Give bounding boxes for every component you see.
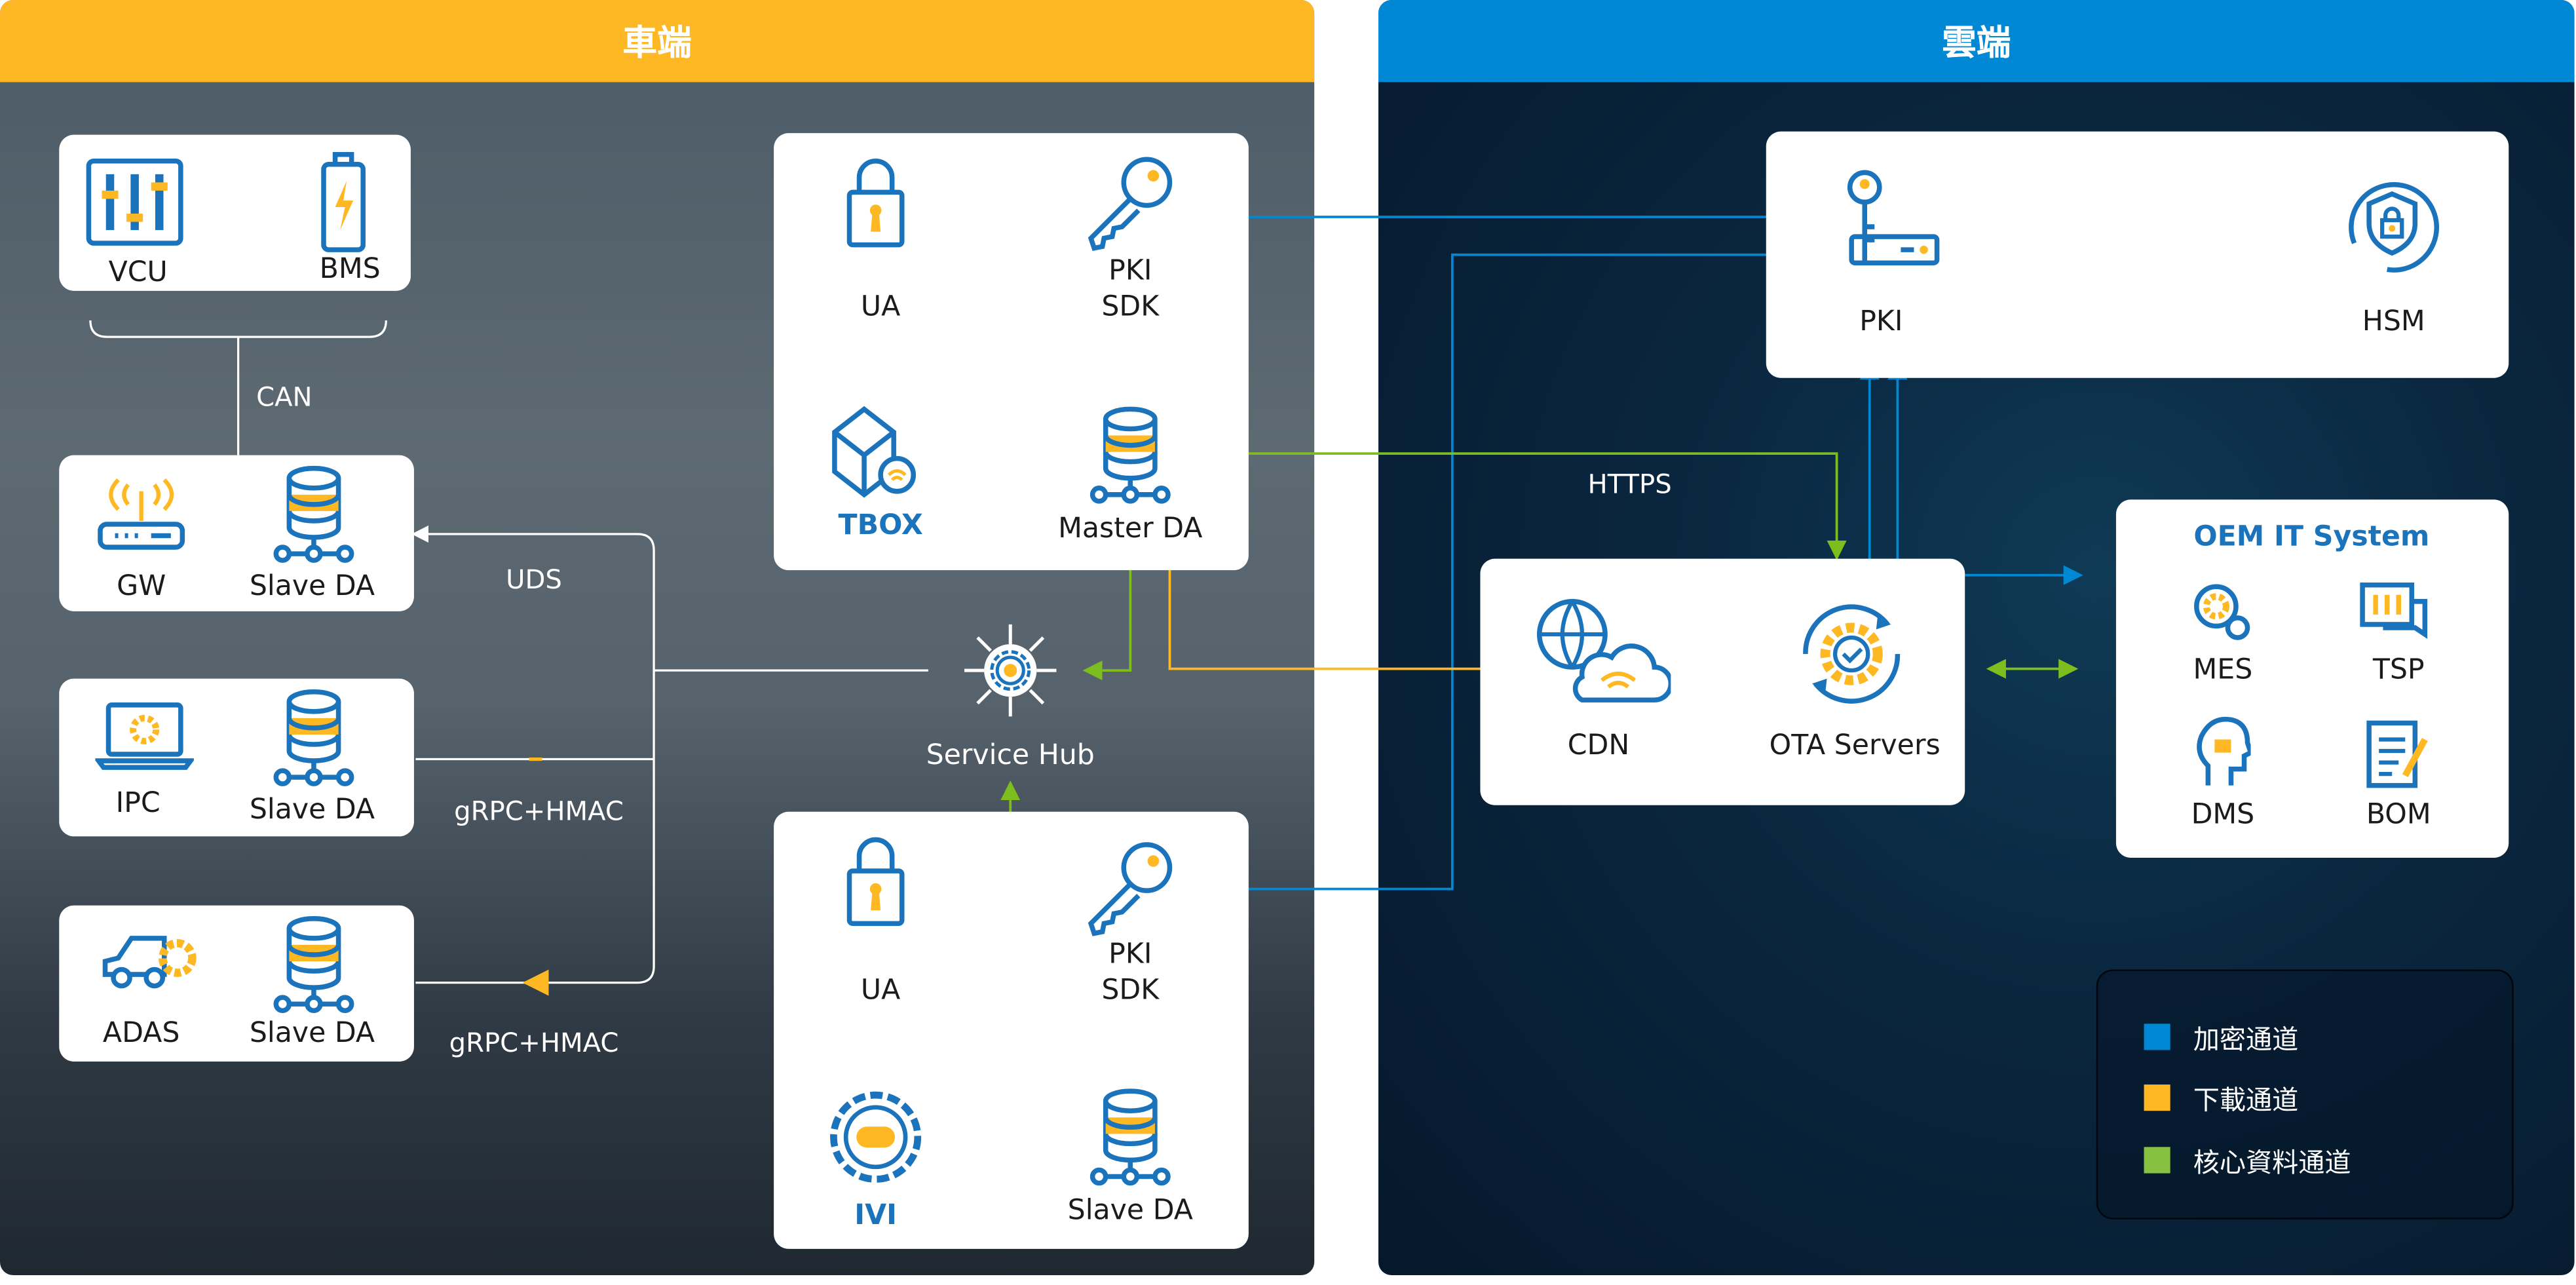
legend: 加密通道 下載通道 核心資料通道 [2096,969,2514,1219]
uds-label: UDS [506,564,562,595]
tbox-box: UA PKI SDK TBOX Master DA [774,133,1249,571]
lock-icon [843,835,908,927]
bms-label: BMS [319,253,381,286]
laptop-icon [95,702,194,770]
pki-hsm-box: PKI HSM [1766,131,2509,378]
slave-da-label: Slave DA [249,570,375,604]
sliders-icon [86,158,183,246]
can-label: CAN [256,381,313,413]
service-hub-label: Service Hub [926,739,1095,773]
legend-label: 核心資料通道 [2193,1147,2351,1179]
pki-label: PKI [1859,305,1903,339]
cloud-side-header: 雲端 [1378,0,2575,83]
ivi-label: IVI [854,1199,897,1233]
oem-item-label: TSP [2372,654,2425,687]
oem-item-label: DMS [2191,798,2255,832]
oem-item-label: BOM [2366,798,2431,832]
legend-label: 加密通道 [2193,1024,2299,1055]
database-icon [1089,1088,1171,1189]
slave-da-label: Slave DA [249,1017,375,1050]
vehicle-side-header: 車端 [0,0,1315,83]
adas-label: ADAS [102,1017,180,1050]
ipc-link-label: gRPC+HMAC [454,795,624,827]
ua-label: UA [860,974,901,1008]
adas-link-label: gRPC+HMAC [449,1027,619,1058]
oem-item-label: MES [2193,654,2253,687]
legend-item-download: 下載通道 [2144,1078,2299,1117]
car-sensor-icon [102,936,197,989]
database-icon [273,689,354,790]
legend-swatch-green [2144,1147,2170,1174]
pki-sdk-label-line1: PKI [1108,938,1152,972]
key-icon [1081,153,1179,251]
battery-icon [321,151,366,252]
router-icon [98,478,185,550]
legend-item-encrypted: 加密通道 [2144,1017,2299,1056]
https-label: HTTPS [1587,468,1672,500]
mes-icon [2194,584,2250,640]
tsp-icon [2360,582,2428,640]
pki-server-icon [1847,170,1940,265]
pki-sdk-label-line2: SDK [1101,290,1160,324]
legend-item-core-data: 核心資料通道 [2144,1140,2351,1180]
database-icon [273,465,354,567]
oem-it-system-box: OEM IT System MES TSP DMS BOM [2115,499,2509,858]
service-hub-icon [964,624,1057,717]
adas-box: ADAS Slave DA [59,905,414,1062]
gw-label: GW [117,570,166,604]
legend-swatch-orange [2144,1084,2170,1111]
legend-label: 下載通道 [2193,1084,2299,1116]
hsm-shield-icon [2349,182,2440,273]
oem-it-system-title: OEM IT System [2193,520,2430,554]
slave-da-label: Slave DA [249,794,375,827]
gw-box: GW Slave DA [59,455,414,611]
lock-icon [843,156,908,248]
gamepad-gear-icon [830,1091,922,1183]
dms-icon [2197,716,2251,786]
vcu-label: VCU [108,256,168,290]
ota-gear-sync-icon [1803,604,1901,704]
cdn-ota-box: CDN OTA Servers [1480,558,1965,805]
ua-label: UA [860,290,901,324]
database-icon [1089,406,1171,507]
cdn-cloud-icon [1536,599,1671,703]
legend-swatch-blue [2144,1024,2170,1050]
tbox-label: TBOX [838,509,923,543]
ivi-box: UA PKI SDK IVI Slave DA [774,811,1249,1249]
hsm-label: HSM [2362,305,2425,339]
vcu-bms-box: VCU BMS [59,134,411,291]
ipc-label: IPC [115,787,161,820]
pki-sdk-label-line1: PKI [1108,254,1152,288]
key-icon [1081,838,1179,936]
ota-servers-label: OTA Servers [1769,729,1941,763]
tbox-cube-icon [832,406,917,498]
cdn-label: CDN [1567,729,1630,763]
pki-sdk-label-line2: SDK [1101,974,1160,1008]
ipc-box: IPC Slave DA [59,678,414,837]
database-icon [273,915,354,1017]
bom-icon [2366,720,2428,788]
master-da-label: Master DA [1058,512,1203,546]
slave-da-label: Slave DA [1067,1195,1193,1228]
